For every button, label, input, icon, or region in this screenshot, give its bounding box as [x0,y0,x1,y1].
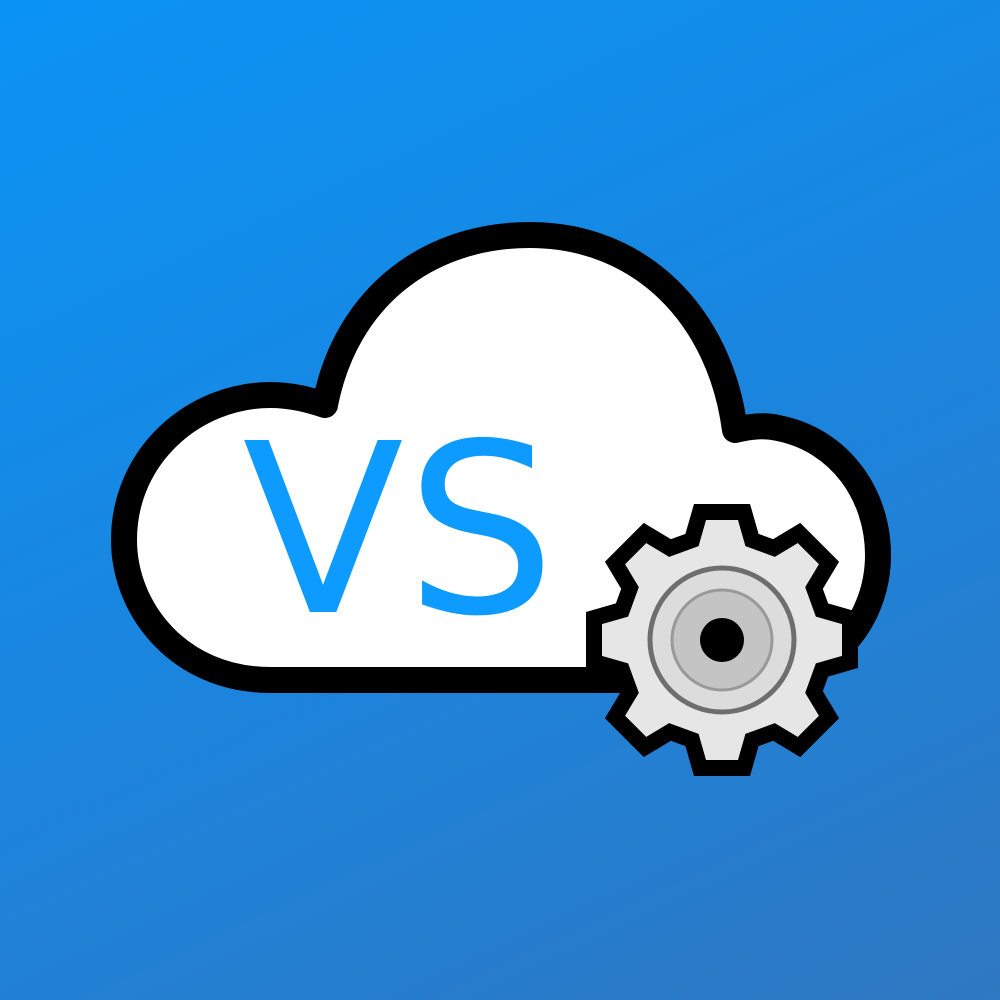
gear-icon [586,504,858,776]
logo-text: VS [242,393,557,668]
gear-hole [700,618,744,662]
